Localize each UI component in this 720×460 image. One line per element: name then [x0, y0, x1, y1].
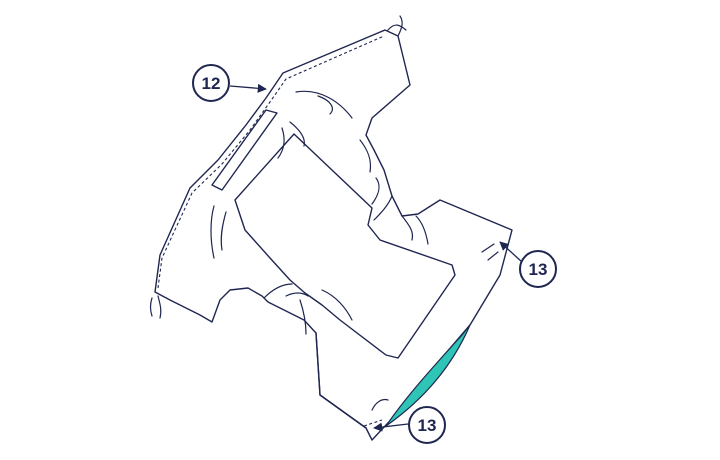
collar-band	[211, 109, 278, 191]
leader-line-13-top	[499, 241, 523, 263]
callout-13-top-label: 13	[529, 260, 548, 279]
notch-marks	[363, 243, 499, 427]
stitch-line-upper	[157, 35, 385, 289]
callout-13-bottom: 13	[408, 406, 446, 444]
callout-12-circle	[192, 64, 230, 102]
callout-13-bottom-label: 13	[418, 416, 437, 435]
inner-panel	[234, 133, 456, 359]
fold-lines	[149, 15, 429, 411]
callout-12-label: 12	[202, 74, 221, 93]
callout-13-top-circle	[519, 250, 557, 288]
callout-13-top: 13	[519, 250, 557, 288]
leader-line-12	[229, 83, 267, 93]
upper-piece-outline	[154, 29, 513, 441]
callout-12: 12	[192, 64, 230, 102]
callout-13-bottom-circle	[408, 406, 446, 444]
leader-line-13-bottom	[373, 422, 409, 432]
lower-piece-outline	[315, 332, 367, 429]
